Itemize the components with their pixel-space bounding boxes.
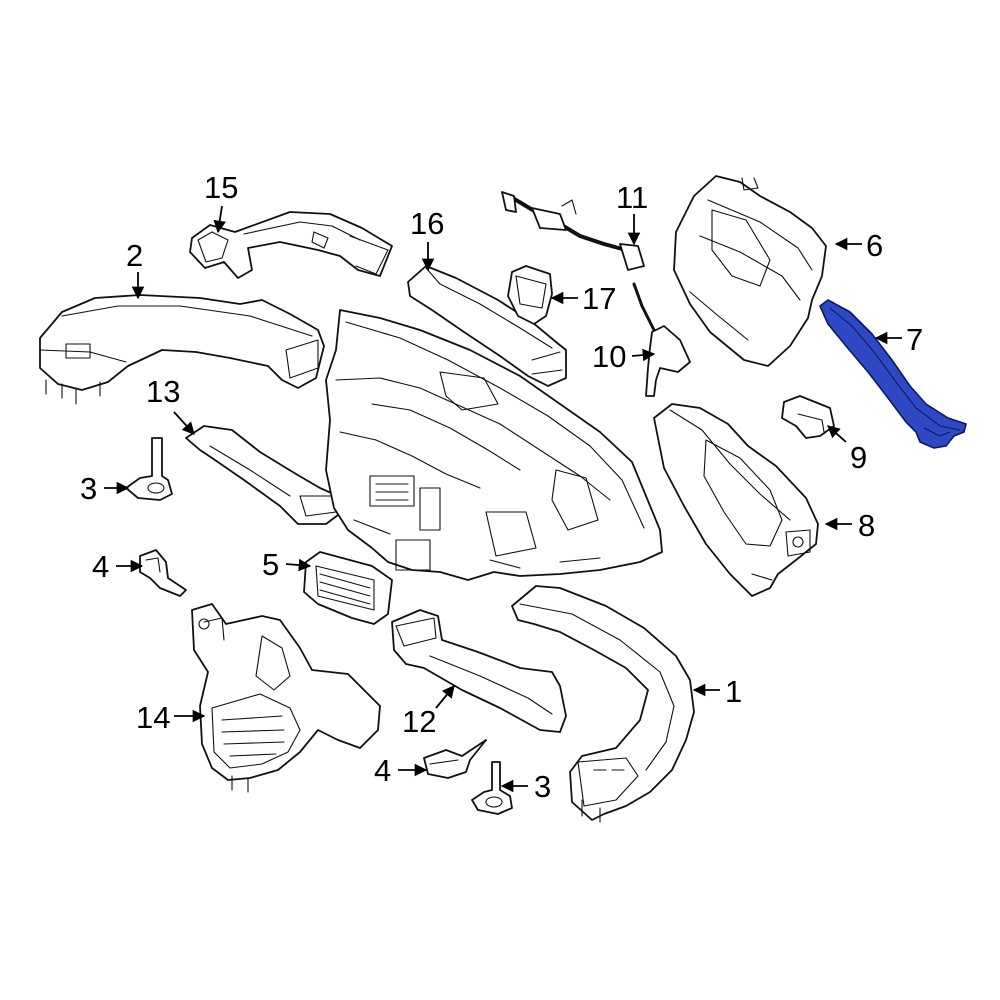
part-15-defroster-duct[interactable] (189, 211, 393, 279)
part-3-bracket-lower[interactable] (471, 761, 513, 815)
callout-11: 11 (616, 180, 648, 215)
part-12-duct[interactable] (391, 609, 567, 733)
part-10-bracket[interactable] (632, 282, 691, 397)
callout-10: 10 (592, 339, 626, 374)
part-2-left-duct[interactable] (39, 294, 325, 405)
callout-9: 9 (850, 440, 867, 475)
callout-6: 6 (866, 228, 883, 263)
callout-labels: 1 2 3 3 4 4 5 6 7 8 9 10 11 12 13 14 15 … (80, 170, 923, 804)
part-14-floor-duct[interactable] (191, 603, 381, 793)
callout-16: 16 (410, 206, 444, 241)
callout-3-lower: 3 (534, 769, 551, 804)
part-3-bracket-upper[interactable] (125, 437, 173, 501)
callout-13: 13 (146, 374, 180, 409)
part-1-right-duct[interactable] (511, 585, 695, 823)
part-16-defroster-nozzle[interactable] (407, 265, 567, 387)
part-17-clip[interactable] (507, 265, 553, 325)
leader-lines (104, 205, 902, 793)
part-7-bracket[interactable] (819, 299, 967, 449)
part-4-clip-lower[interactable] (423, 739, 487, 779)
callout-15: 15 (204, 170, 238, 205)
part-6-housing[interactable] (673, 175, 827, 367)
callout-5: 5 (262, 547, 279, 582)
part-5-vent[interactable] (303, 551, 393, 625)
central-hvac-housing[interactable] (325, 309, 663, 581)
callout-3-upper: 3 (80, 471, 97, 506)
callout-17: 17 (582, 281, 616, 316)
callout-12: 12 (402, 704, 436, 739)
part-4-clip-upper[interactable] (139, 549, 187, 597)
part-9-switch[interactable] (781, 395, 835, 439)
callout-1: 1 (725, 674, 742, 709)
callout-2: 2 (126, 238, 143, 273)
part-8-glove-box[interactable] (653, 403, 819, 597)
part-13-duct[interactable] (185, 425, 343, 525)
callout-8: 8 (858, 508, 875, 543)
callout-4-lower: 4 (374, 753, 391, 788)
part-11-sensor[interactable] (501, 191, 645, 271)
callout-14: 14 (136, 700, 170, 735)
callout-7: 7 (906, 322, 923, 357)
callout-4-upper: 4 (92, 549, 109, 584)
